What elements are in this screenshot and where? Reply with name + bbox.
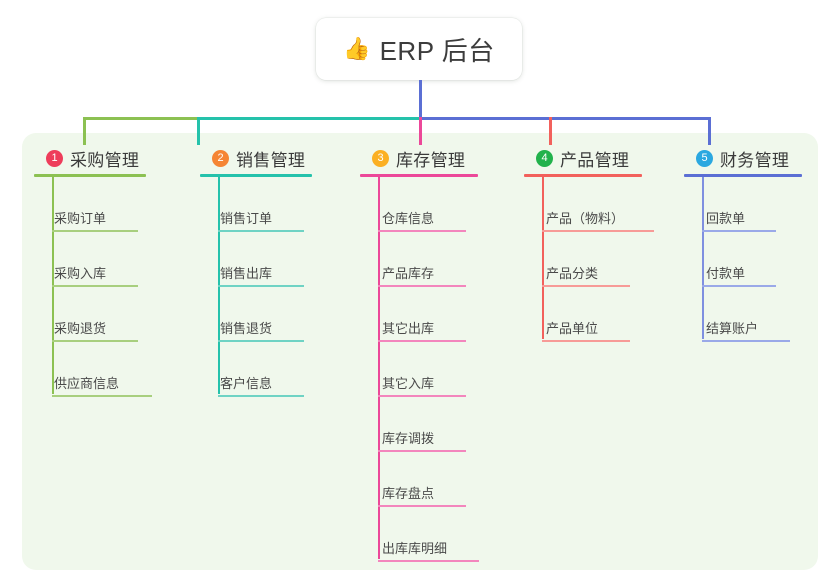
leaf-node-3-3[interactable]: 其它出库 <box>382 321 435 336</box>
leaf-rule-5-1 <box>702 230 776 232</box>
leaf-rule-3-4 <box>378 395 466 397</box>
bus-segment-1 <box>83 117 199 120</box>
leaf-rule-3-5 <box>378 450 466 452</box>
branch-rule-1 <box>34 174 146 177</box>
branch-header-5[interactable]: 5 财务管理 <box>684 146 834 170</box>
branch-header-4[interactable]: 4 产品管理 <box>524 146 689 170</box>
drop-stem-1 <box>83 117 86 145</box>
leaf-rule-4-2 <box>542 285 630 287</box>
branch-rule-2 <box>200 174 312 177</box>
branch-badge-4: 4 <box>536 149 553 167</box>
leaf-node-2-2[interactable]: 销售出库 <box>220 266 273 281</box>
leaf-node-4-2[interactable]: 产品分类 <box>546 266 599 281</box>
branch-title-3: 库存管理 <box>396 150 466 170</box>
leaf-node-3-7[interactable]: 出库库明细 <box>382 541 448 556</box>
thumbs-up-icon: 👍 <box>343 36 371 61</box>
bus-segment-3 <box>419 117 711 120</box>
leaf-rule-2-2 <box>218 285 304 287</box>
leaf-rule-4-1 <box>542 230 654 232</box>
drop-stem-2 <box>197 117 200 145</box>
branch-column-4: 4 产品管理 产品（物料） 产品分类 产品单位 <box>524 146 689 342</box>
branch-title-2: 销售管理 <box>236 150 306 170</box>
root-node-label: ERP 后台 <box>379 35 495 66</box>
leaf-rule-3-6 <box>378 505 466 507</box>
leaf-rule-1-3 <box>52 340 138 342</box>
leaf-rule-2-4 <box>218 395 304 397</box>
leaf-node-3-4[interactable]: 其它入库 <box>382 376 435 391</box>
leaf-rule-1-2 <box>52 285 138 287</box>
drop-stem-5 <box>708 117 711 145</box>
leaf-rule-3-1 <box>378 230 466 232</box>
leaf-node-2-1[interactable]: 销售订单 <box>220 211 273 226</box>
branch-title-5: 财务管理 <box>720 150 790 170</box>
leaf-node-5-1[interactable]: 回款单 <box>706 211 746 226</box>
leaf-node-3-1[interactable]: 仓库信息 <box>382 211 435 226</box>
leaf-node-2-4[interactable]: 客户信息 <box>220 376 273 391</box>
leaf-node-3-2[interactable]: 产品库存 <box>382 266 435 281</box>
drop-stem-3 <box>419 117 422 145</box>
trunk-connector <box>419 80 422 120</box>
branches-panel <box>22 133 818 570</box>
branch-badge-1: 1 <box>46 149 63 167</box>
leaf-rule-5-2 <box>702 285 776 287</box>
drop-stem-4 <box>549 117 552 145</box>
branch-header-2[interactable]: 2 销售管理 <box>200 146 350 170</box>
leaf-node-3-6[interactable]: 库存盘点 <box>382 486 435 501</box>
bus-segment-2 <box>197 117 421 120</box>
leaf-node-3-5[interactable]: 库存调拨 <box>382 431 435 446</box>
branch-header-3[interactable]: 3 库存管理 <box>360 146 520 170</box>
branch-badge-5: 5 <box>696 149 713 167</box>
leaf-node-1-1[interactable]: 采购订单 <box>54 211 107 226</box>
branch-title-1: 采购管理 <box>70 150 140 170</box>
leaf-rule-3-7 <box>378 560 479 562</box>
leaf-node-1-3[interactable]: 采购退货 <box>54 321 107 336</box>
leaf-rule-2-3 <box>218 340 304 342</box>
leaf-node-1-4[interactable]: 供应商信息 <box>54 376 120 391</box>
branch-stem-4 <box>542 177 544 339</box>
leaf-node-2-3[interactable]: 销售退货 <box>220 321 273 336</box>
leaf-node-1-2[interactable]: 采购入库 <box>54 266 107 281</box>
leaf-node-5-2[interactable]: 付款单 <box>706 266 746 281</box>
branch-badge-3: 3 <box>372 149 389 167</box>
leaf-node-5-3[interactable]: 结算账户 <box>706 321 759 336</box>
branch-column-1: 1 采购管理 采购订单 采购入库 采购退货 供应商信息 <box>34 146 184 397</box>
branch-stem-5 <box>702 177 704 339</box>
branch-column-2: 2 销售管理 销售订单 销售出库 销售退货 客户信息 <box>200 146 350 397</box>
branch-column-3: 3 库存管理 仓库信息 产品库存 其它出库 其它入库 库存调拨 库存盘点 出库库… <box>360 146 520 562</box>
branch-rule-4 <box>524 174 642 177</box>
leaf-rule-3-3 <box>378 340 466 342</box>
branch-column-5: 5 财务管理 回款单 付款单 结算账户 <box>684 146 834 342</box>
leaf-rule-3-2 <box>378 285 466 287</box>
leaf-rule-4-3 <box>542 340 630 342</box>
leaf-rule-2-1 <box>218 230 304 232</box>
leaf-node-4-3[interactable]: 产品单位 <box>546 321 599 336</box>
leaf-node-4-1[interactable]: 产品（物料） <box>546 211 625 226</box>
leaf-rule-5-3 <box>702 340 790 342</box>
branch-rule-3 <box>360 174 478 177</box>
leaf-rule-1-4 <box>52 395 152 397</box>
branch-title-4: 产品管理 <box>560 150 630 170</box>
leaf-rule-1-1 <box>52 230 138 232</box>
root-node[interactable]: 👍 ERP 后台 <box>316 18 522 80</box>
branch-badge-2: 2 <box>212 149 229 167</box>
branch-stem-3 <box>378 177 380 559</box>
branch-header-1[interactable]: 1 采购管理 <box>34 146 184 170</box>
branch-rule-5 <box>684 174 802 177</box>
